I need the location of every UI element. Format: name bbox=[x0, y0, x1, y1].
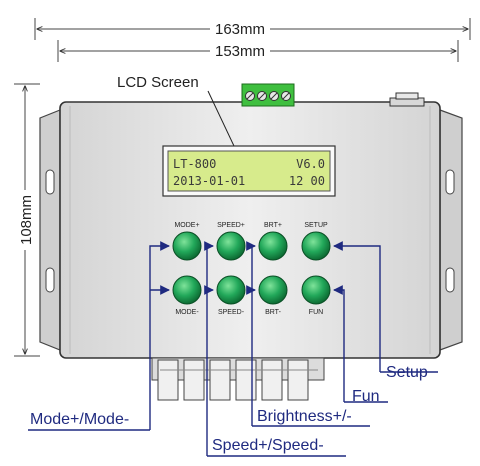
overall-width-label: 163mm bbox=[215, 21, 265, 38]
dimension-overall-width: 163mm bbox=[34, 18, 471, 40]
mounting-flange-left bbox=[39, 109, 61, 351]
button-label-fun: FUN bbox=[309, 309, 323, 316]
lcd-screen-label: LCD Screen bbox=[117, 74, 199, 91]
speed-arrow bbox=[204, 241, 346, 457]
button-label-speed-minus: SPEED- bbox=[218, 309, 245, 316]
brightness-label: Brightness+/- bbox=[257, 408, 352, 425]
speed-plus-button[interactable] bbox=[216, 231, 246, 261]
button-label-mode-minus: MODE- bbox=[175, 309, 199, 316]
bottom-connectors bbox=[151, 357, 325, 401]
mode-label: Mode+/Mode- bbox=[30, 411, 129, 428]
fun-button[interactable] bbox=[301, 275, 331, 305]
dimension-height: 108mm bbox=[14, 83, 40, 357]
lcd-line1-left: LT-800 bbox=[173, 157, 216, 171]
mounting-flange-right bbox=[439, 109, 463, 351]
button-label-speed-plus: SPEED+ bbox=[217, 222, 245, 229]
mode-arrow bbox=[28, 241, 170, 431]
power-jack bbox=[389, 92, 425, 107]
button-label-brt-plus: BRT+ bbox=[264, 222, 282, 229]
dimension-body-width: 153mm bbox=[57, 40, 459, 62]
lcd-line1-right: V6.0 bbox=[296, 157, 325, 171]
body-width-label: 153mm bbox=[215, 43, 265, 60]
setup-label: Setup bbox=[386, 364, 428, 381]
button-label-mode-plus: MODE+ bbox=[174, 222, 199, 229]
setup-button[interactable] bbox=[301, 231, 331, 261]
terminal-block bbox=[241, 83, 295, 107]
speed-label: Speed+/Speed- bbox=[212, 437, 324, 454]
brightness-arrow bbox=[246, 241, 370, 427]
fun-label: Fun bbox=[352, 388, 380, 405]
button-label-brt-minus: BRT- bbox=[265, 309, 281, 316]
button-label-setup: SETUP bbox=[304, 222, 328, 229]
lcd-line2-right: 12 00 bbox=[289, 174, 325, 188]
lcd-line2-left: 2013-01-01 bbox=[173, 174, 245, 188]
brt-plus-button[interactable] bbox=[258, 231, 288, 261]
mode-plus-button[interactable] bbox=[172, 231, 202, 261]
fun-arrow bbox=[333, 285, 388, 403]
setup-arrow bbox=[333, 241, 438, 373]
lcd-display: LT-800 V6.0 2013-01-01 12 00 bbox=[162, 145, 336, 197]
controller-housing bbox=[59, 101, 441, 359]
lcd-leader-line bbox=[207, 90, 235, 147]
height-label: 108mm bbox=[18, 195, 35, 245]
mode-minus-button[interactable] bbox=[172, 275, 202, 305]
brt-minus-button[interactable] bbox=[258, 275, 288, 305]
speed-minus-button[interactable] bbox=[216, 275, 246, 305]
